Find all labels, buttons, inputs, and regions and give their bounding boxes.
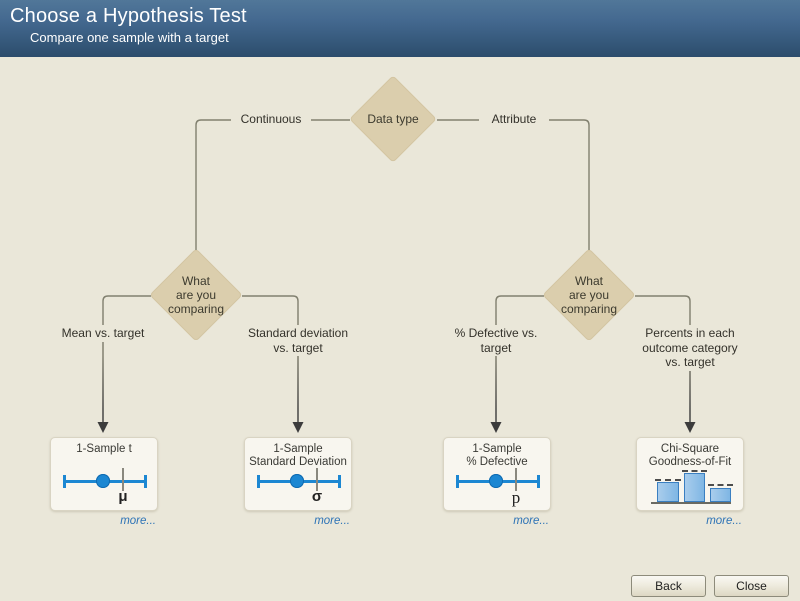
branch-label-mean-vs-target: Mean vs. target: [43, 325, 163, 342]
more-link-chi-square[interactable]: more...: [706, 515, 742, 527]
card-1-sample-stdev[interactable]: 1-Sample Standard Deviation σ: [244, 437, 352, 511]
sample-point-icon: [96, 474, 110, 488]
more-link-1-sample-stdev[interactable]: more...: [314, 515, 350, 527]
target-tick-icon: [515, 468, 517, 491]
arrow-down-icon: [684, 422, 696, 433]
card-title: 1-Sample t: [76, 443, 132, 455]
data-type-label: Data type: [367, 112, 419, 126]
back-button[interactable]: Back: [631, 575, 706, 597]
bar-chart-icon: [651, 470, 733, 506]
sample-point-icon: [290, 474, 304, 488]
branch-label-defective-vs-target: % Defective vs. target: [436, 325, 556, 356]
distribution-plot-icon: p: [456, 468, 540, 512]
sample-point-icon: [489, 474, 503, 488]
target-tick-icon: [316, 468, 318, 491]
card-1-sample-percent-defective[interactable]: 1-Sample % Defective p: [443, 437, 551, 511]
more-link-percent-defective[interactable]: more...: [513, 515, 549, 527]
card-title: 1-Sample Standard Deviation: [249, 443, 347, 468]
branch-label-percents-vs-target: Percents in each outcome category vs. ta…: [627, 325, 753, 371]
p-symbol: p: [511, 488, 521, 507]
page-subtitle: Compare one sample with a target: [30, 30, 229, 45]
branch-label-attribute: Attribute: [479, 111, 549, 128]
close-button[interactable]: Close: [714, 575, 789, 597]
card-title: Chi-Square Goodness-of-Fit: [648, 443, 732, 468]
branch-label-stdev-vs-target: Standard deviation vs. target: [238, 325, 358, 356]
arrow-down-icon: [97, 422, 109, 433]
sigma-symbol: σ: [311, 488, 323, 505]
connector-lines: [97, 119, 696, 433]
card-title: 1-Sample % Defective: [466, 443, 528, 468]
decision-tree-canvas: Data type What are you comparing What ar…: [0, 57, 800, 601]
target-tick-icon: [122, 468, 124, 491]
distribution-plot-icon: σ: [257, 468, 341, 512]
more-link-1-sample-t[interactable]: more...: [120, 515, 156, 527]
branch-label-continuous: Continuous: [231, 111, 311, 128]
mu-symbol: μ: [118, 488, 128, 505]
card-1-sample-t[interactable]: 1-Sample t μ: [50, 437, 158, 511]
page-title: Choose a Hypothesis Test: [10, 5, 247, 27]
arrow-down-icon: [490, 422, 502, 433]
comparing-label-right: What are you comparing: [560, 274, 618, 316]
comparing-label-left: What are you comparing: [167, 274, 225, 316]
dialog-header: Choose a Hypothesis Test Compare one sam…: [0, 0, 800, 57]
card-chi-square-gof[interactable]: Chi-Square Goodness-of-Fit: [636, 437, 744, 511]
distribution-plot-icon: μ: [63, 468, 147, 512]
arrow-down-icon: [292, 422, 304, 433]
